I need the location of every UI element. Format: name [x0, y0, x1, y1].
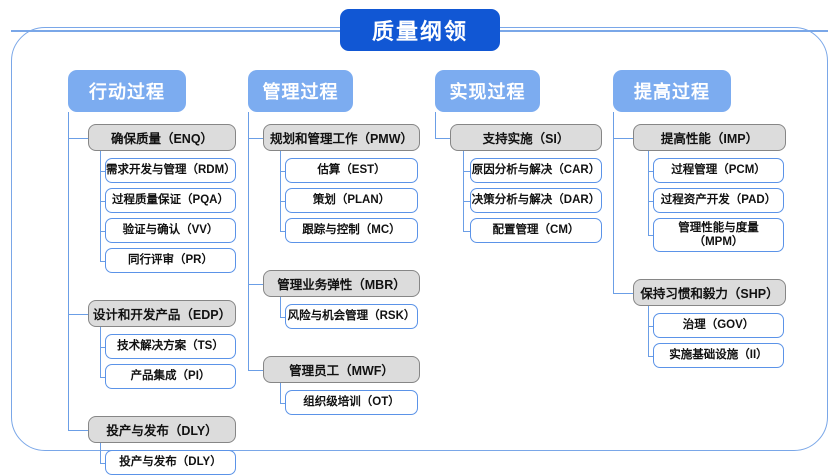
leaf-connector-col-improve-0-0: [648, 170, 653, 172]
group-box-col-improve-0[interactable]: 提高性能（IMP）: [633, 124, 786, 151]
leaf-connector-col-improve-0-2: [648, 235, 653, 237]
column-header-col-improve[interactable]: 提高过程: [613, 70, 731, 112]
leaf-box-col-action-0-0[interactable]: 需求开发与管理（RDM）: [105, 158, 236, 183]
frame-top-left-segment: [11, 30, 340, 32]
leaf-box-col-improve-0-2[interactable]: 管理性能与度量（MPM）: [653, 218, 784, 252]
leaf-connector-col-manage-0-0: [280, 170, 285, 172]
leaf-box-col-manage-1-0[interactable]: 风险与机会管理（RSK）: [285, 304, 418, 329]
group-subtrunk-col-manage-2: [280, 383, 282, 403]
leaf-box-col-manage-0-0[interactable]: 估算（EST）: [285, 158, 418, 183]
column-trunk-col-improve: [613, 112, 615, 293]
leaf-box-col-manage-0-2[interactable]: 跟踪与控制（MC）: [285, 218, 418, 243]
group-connector-col-action-2: [68, 429, 88, 431]
group-connector-col-implement-0: [435, 137, 450, 139]
group-subtrunk-col-manage-1: [280, 297, 282, 317]
column-trunk-col-action: [68, 112, 70, 430]
leaf-connector-col-action-0-1: [100, 200, 105, 202]
group-box-col-manage-2[interactable]: 管理员工（MWF）: [263, 356, 420, 383]
leaf-connector-col-manage-0-2: [280, 230, 285, 232]
group-subtrunk-col-implement-0: [463, 151, 465, 231]
leaf-box-col-manage-0-1[interactable]: 策划（PLAN）: [285, 188, 418, 213]
leaf-connector-col-action-0-0: [100, 170, 105, 172]
group-subtrunk-col-action-0: [100, 151, 102, 261]
leaf-connector-col-action-1-1: [100, 376, 105, 378]
group-connector-col-manage-1: [248, 283, 263, 285]
column-trunk-col-implement: [435, 112, 437, 138]
group-subtrunk-col-improve-0: [648, 151, 650, 235]
diagram-title: 质量纲领: [340, 9, 500, 51]
group-box-col-manage-1[interactable]: 管理业务弹性（MBR）: [263, 270, 420, 297]
leaf-connector-col-manage-1-0: [280, 316, 285, 318]
group-box-col-action-1[interactable]: 设计和开发产品（EDP）: [88, 300, 236, 327]
leaf-box-col-action-2-0[interactable]: 投产与发布（DLY）: [105, 450, 236, 475]
frame-top-right-segment: [500, 30, 828, 32]
leaf-box-col-improve-1-1[interactable]: 实施基础设施（II）: [653, 343, 784, 368]
leaf-connector-col-implement-0-1: [463, 200, 470, 202]
leaf-box-col-action-0-3[interactable]: 同行评审（PR）: [105, 248, 236, 273]
group-connector-col-action-0: [68, 137, 88, 139]
leaf-connector-col-improve-0-1: [648, 200, 653, 202]
leaf-box-col-improve-1-0[interactable]: 治理（GOV）: [653, 313, 784, 338]
column-header-col-action[interactable]: 行动过程: [68, 70, 186, 112]
leaf-connector-col-manage-2-0: [280, 402, 285, 404]
leaf-box-col-implement-0-2[interactable]: 配置管理（CM）: [470, 218, 602, 243]
group-box-col-action-2[interactable]: 投产与发布（DLY）: [88, 416, 236, 443]
group-connector-col-manage-0: [248, 137, 263, 139]
leaf-connector-col-action-0-2: [100, 230, 105, 232]
group-subtrunk-col-action-1: [100, 327, 102, 377]
leaf-connector-col-action-0-3: [100, 260, 105, 262]
group-box-col-improve-1[interactable]: 保持习惯和毅力（SHP）: [633, 279, 786, 306]
leaf-box-col-manage-2-0[interactable]: 组织级培训（OT）: [285, 390, 418, 415]
leaf-box-col-implement-0-0[interactable]: 原因分析与解决（CAR）: [470, 158, 602, 183]
leaf-connector-col-action-2-0: [100, 462, 105, 464]
leaf-connector-col-implement-0-2: [463, 230, 470, 232]
leaf-box-col-action-0-1[interactable]: 过程质量保证（PQA）: [105, 188, 236, 213]
leaf-box-col-improve-0-1[interactable]: 过程资产开发（PAD）: [653, 188, 784, 213]
group-subtrunk-col-action-2: [100, 443, 102, 463]
group-subtrunk-col-manage-0: [280, 151, 282, 231]
leaf-box-col-improve-0-0[interactable]: 过程管理（PCM）: [653, 158, 784, 183]
leaf-box-col-action-0-2[interactable]: 验证与确认（VV）: [105, 218, 236, 243]
group-connector-col-improve-1: [613, 292, 633, 294]
group-subtrunk-col-improve-1: [648, 306, 650, 356]
group-box-col-manage-0[interactable]: 规划和管理工作（PMW）: [263, 124, 420, 151]
group-connector-col-improve-0: [613, 137, 633, 139]
column-header-col-implement[interactable]: 实现过程: [435, 70, 540, 112]
leaf-connector-col-improve-1-1: [648, 355, 653, 357]
leaf-box-col-action-1-1[interactable]: 产品集成（PI）: [105, 364, 236, 389]
leaf-box-col-implement-0-1[interactable]: 决策分析与解决（DAR）: [470, 188, 602, 213]
group-connector-col-action-1: [68, 313, 88, 315]
leaf-connector-col-action-1-0: [100, 346, 105, 348]
leaf-connector-col-improve-1-0: [648, 325, 653, 327]
column-header-col-manage[interactable]: 管理过程: [248, 70, 353, 112]
leaf-connector-col-manage-0-1: [280, 200, 285, 202]
column-trunk-col-manage: [248, 112, 250, 370]
group-connector-col-manage-2: [248, 369, 263, 371]
leaf-box-col-action-1-0[interactable]: 技术解决方案（TS）: [105, 334, 236, 359]
group-box-col-implement-0[interactable]: 支持实施（SI）: [450, 124, 602, 151]
group-box-col-action-0[interactable]: 确保质量（ENQ）: [88, 124, 236, 151]
leaf-connector-col-implement-0-0: [463, 170, 470, 172]
